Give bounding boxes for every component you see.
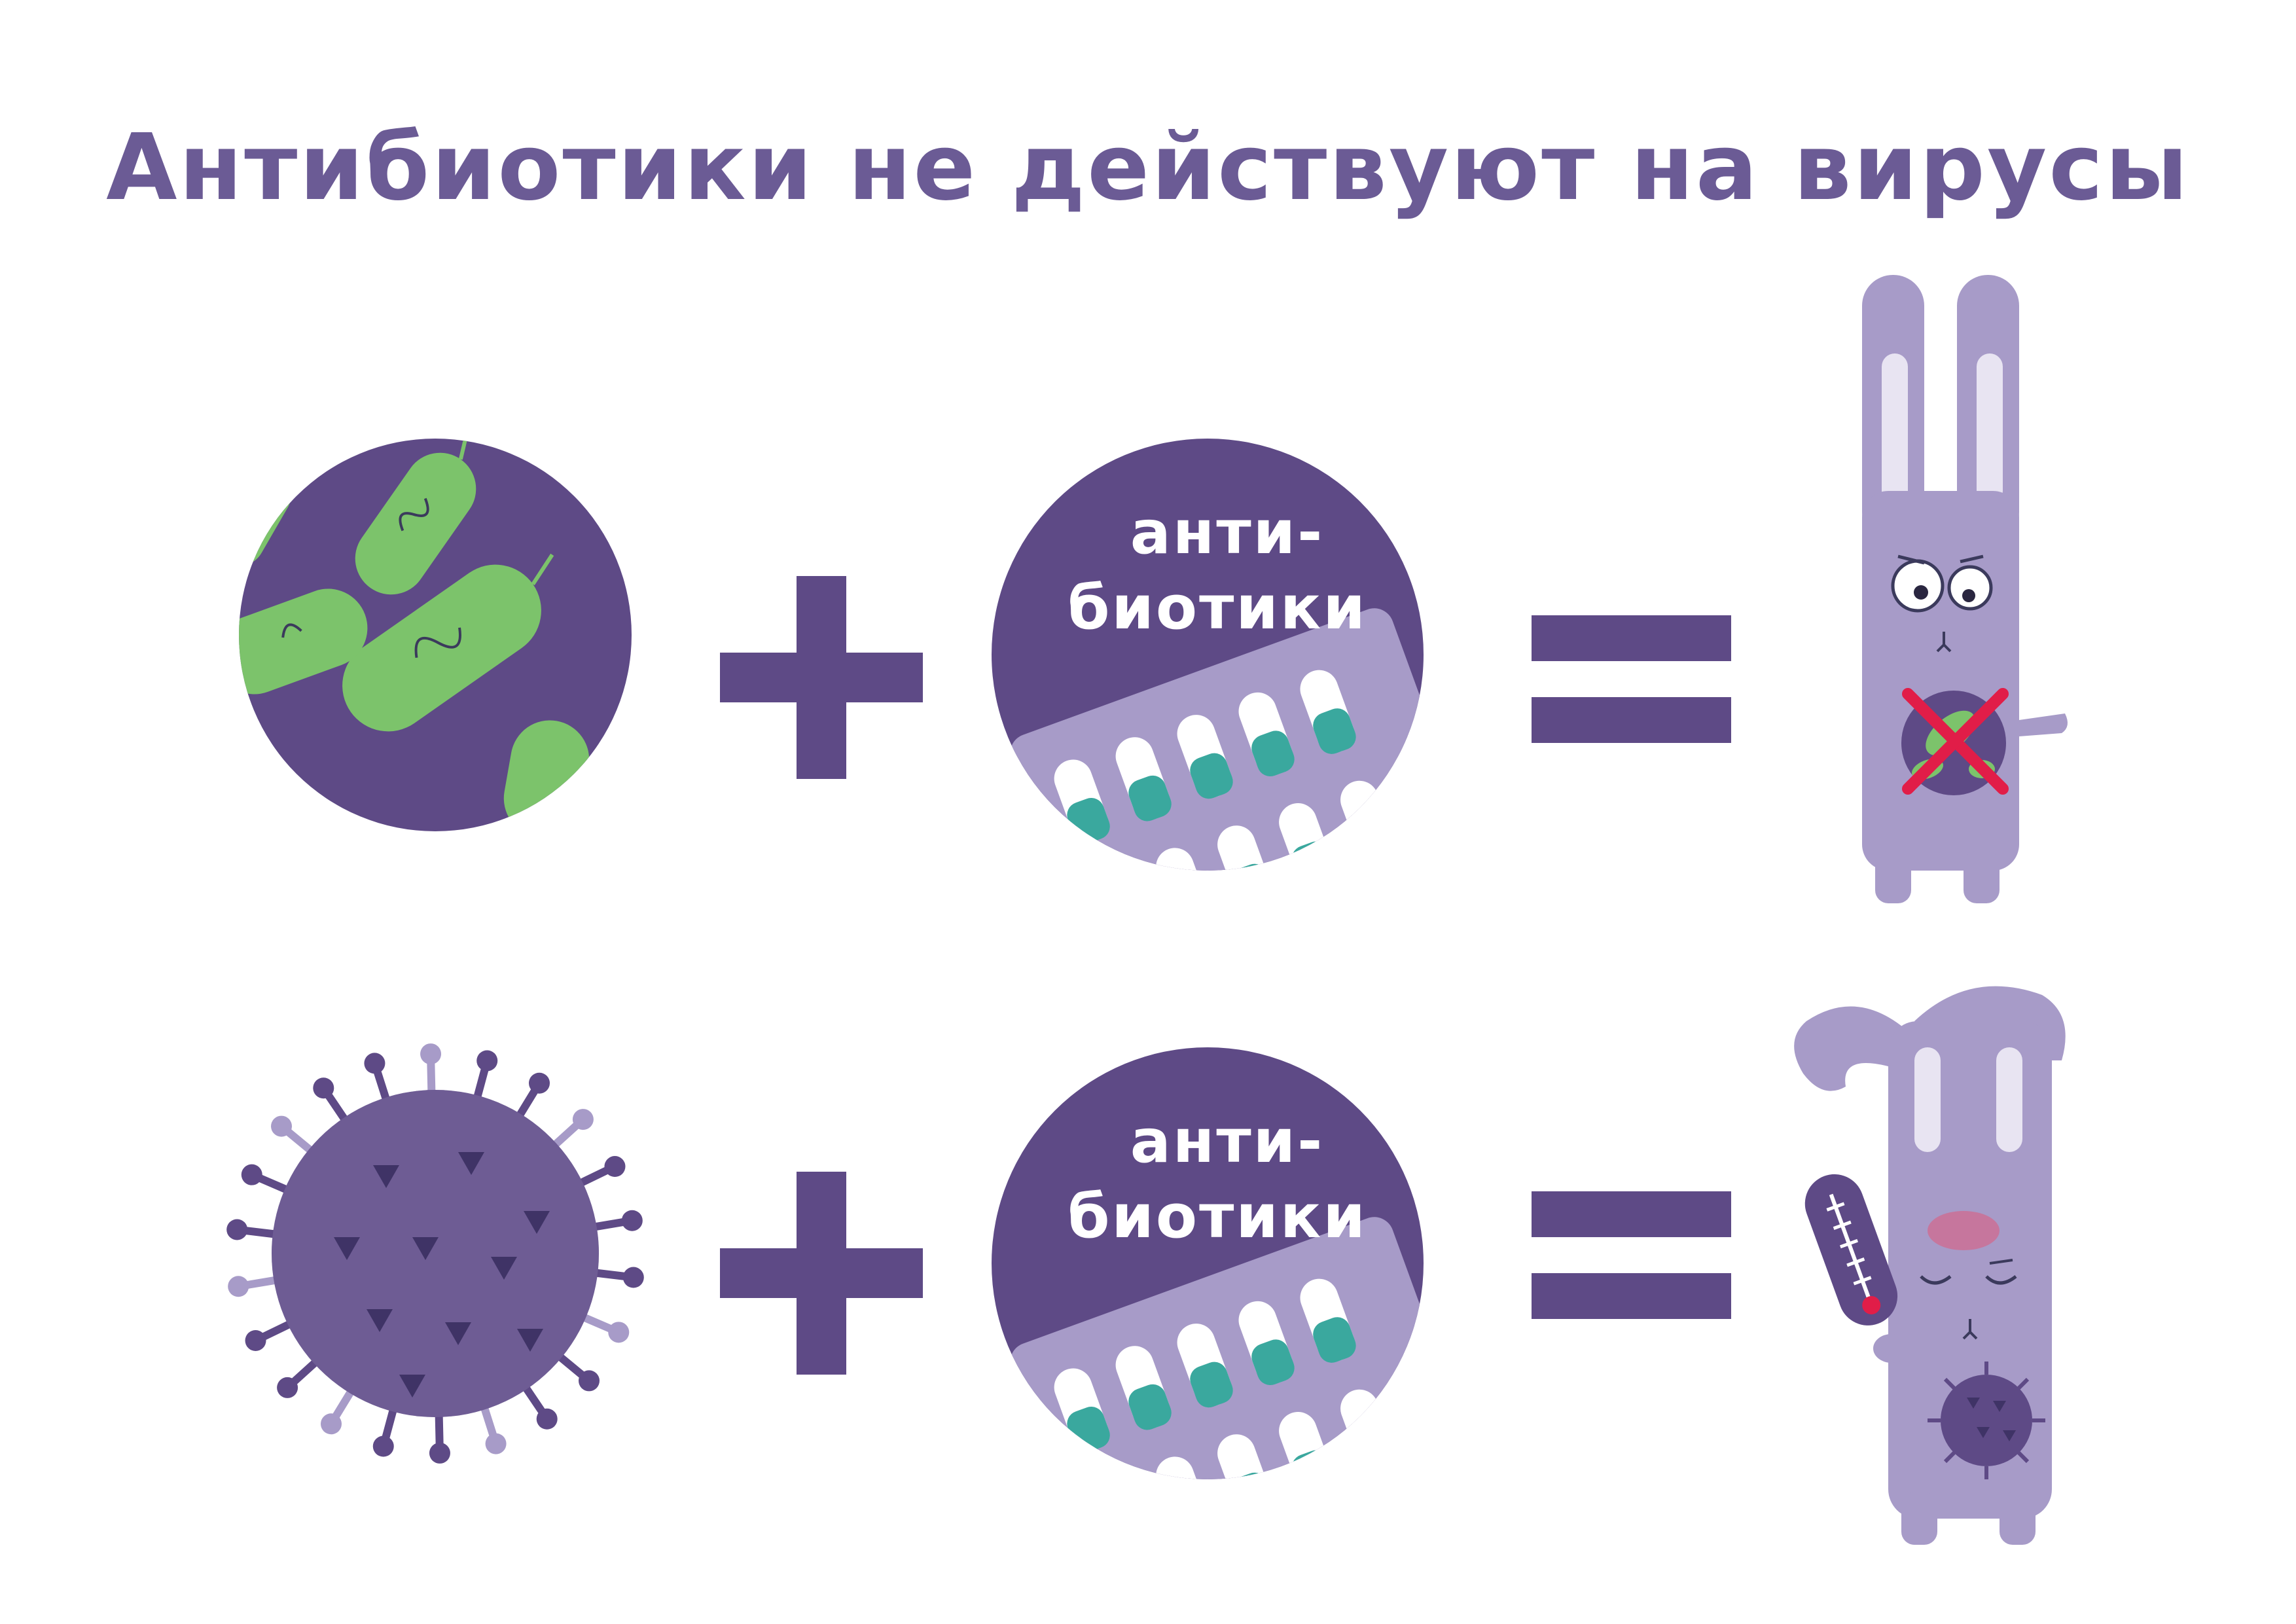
virus-spike-tip xyxy=(485,1433,507,1454)
virus-icon xyxy=(1928,1362,2045,1479)
sick-bunny xyxy=(1787,969,2094,1545)
virus-spike-tip xyxy=(529,1072,550,1094)
antibiotic-label-line2: биотики xyxy=(1067,573,1367,643)
page-title: Антибиотики не действуют на вирусы xyxy=(106,115,2190,221)
equals-sign xyxy=(1532,615,1731,743)
plus-sign xyxy=(720,1172,923,1375)
equals-sign xyxy=(1532,1191,1731,1319)
virus-spike-tip xyxy=(372,1435,394,1457)
virus-spike-tip xyxy=(622,1267,644,1288)
bacteria-icon xyxy=(239,439,590,831)
virus-spike-tip xyxy=(429,1442,450,1464)
virus-icon xyxy=(223,1041,648,1466)
virus-spike-tip xyxy=(277,1377,298,1398)
virus-spike-tip xyxy=(420,1043,442,1065)
antibiotic-label-line1: анти- xyxy=(1130,497,1325,568)
plus-sign xyxy=(720,576,923,779)
virus-spike-tip xyxy=(245,1329,266,1351)
antibiotic-label-line1: анти- xyxy=(1130,1106,1325,1176)
virus-spike-tip xyxy=(320,1413,342,1435)
virus-spike-tip xyxy=(476,1050,498,1072)
virus-spike-tip xyxy=(572,1109,594,1130)
virus-spike-tip xyxy=(228,1276,249,1297)
virus-spike-tip xyxy=(608,1322,630,1343)
virus-spike-tip xyxy=(364,1053,386,1074)
antibiotics-circle: анти- биотики xyxy=(992,1047,1424,1479)
antibiotics-circle: анти- биотики xyxy=(992,439,1424,871)
equation-row-virus: анти- биотики xyxy=(0,910,2296,1545)
thermometer-icon xyxy=(1804,1174,1898,1326)
virus-spike-tip xyxy=(621,1210,643,1231)
virus-spike-tip xyxy=(578,1370,600,1392)
equation-row-bacteria: анти- биотики xyxy=(0,275,2296,903)
virus-spike-tip xyxy=(271,1115,293,1137)
cross-icon xyxy=(1902,688,2009,795)
healthy-bunny xyxy=(1813,275,2075,903)
virus-spike-tip xyxy=(536,1408,558,1430)
virus-spike-tip xyxy=(241,1164,262,1185)
virus-spike-tip xyxy=(226,1219,248,1240)
antibiotic-label-line2: биотики xyxy=(1067,1182,1367,1252)
virus-spike-tip xyxy=(313,1077,334,1099)
bacteria-circle xyxy=(239,439,632,831)
virus-spike-tip xyxy=(604,1156,626,1178)
